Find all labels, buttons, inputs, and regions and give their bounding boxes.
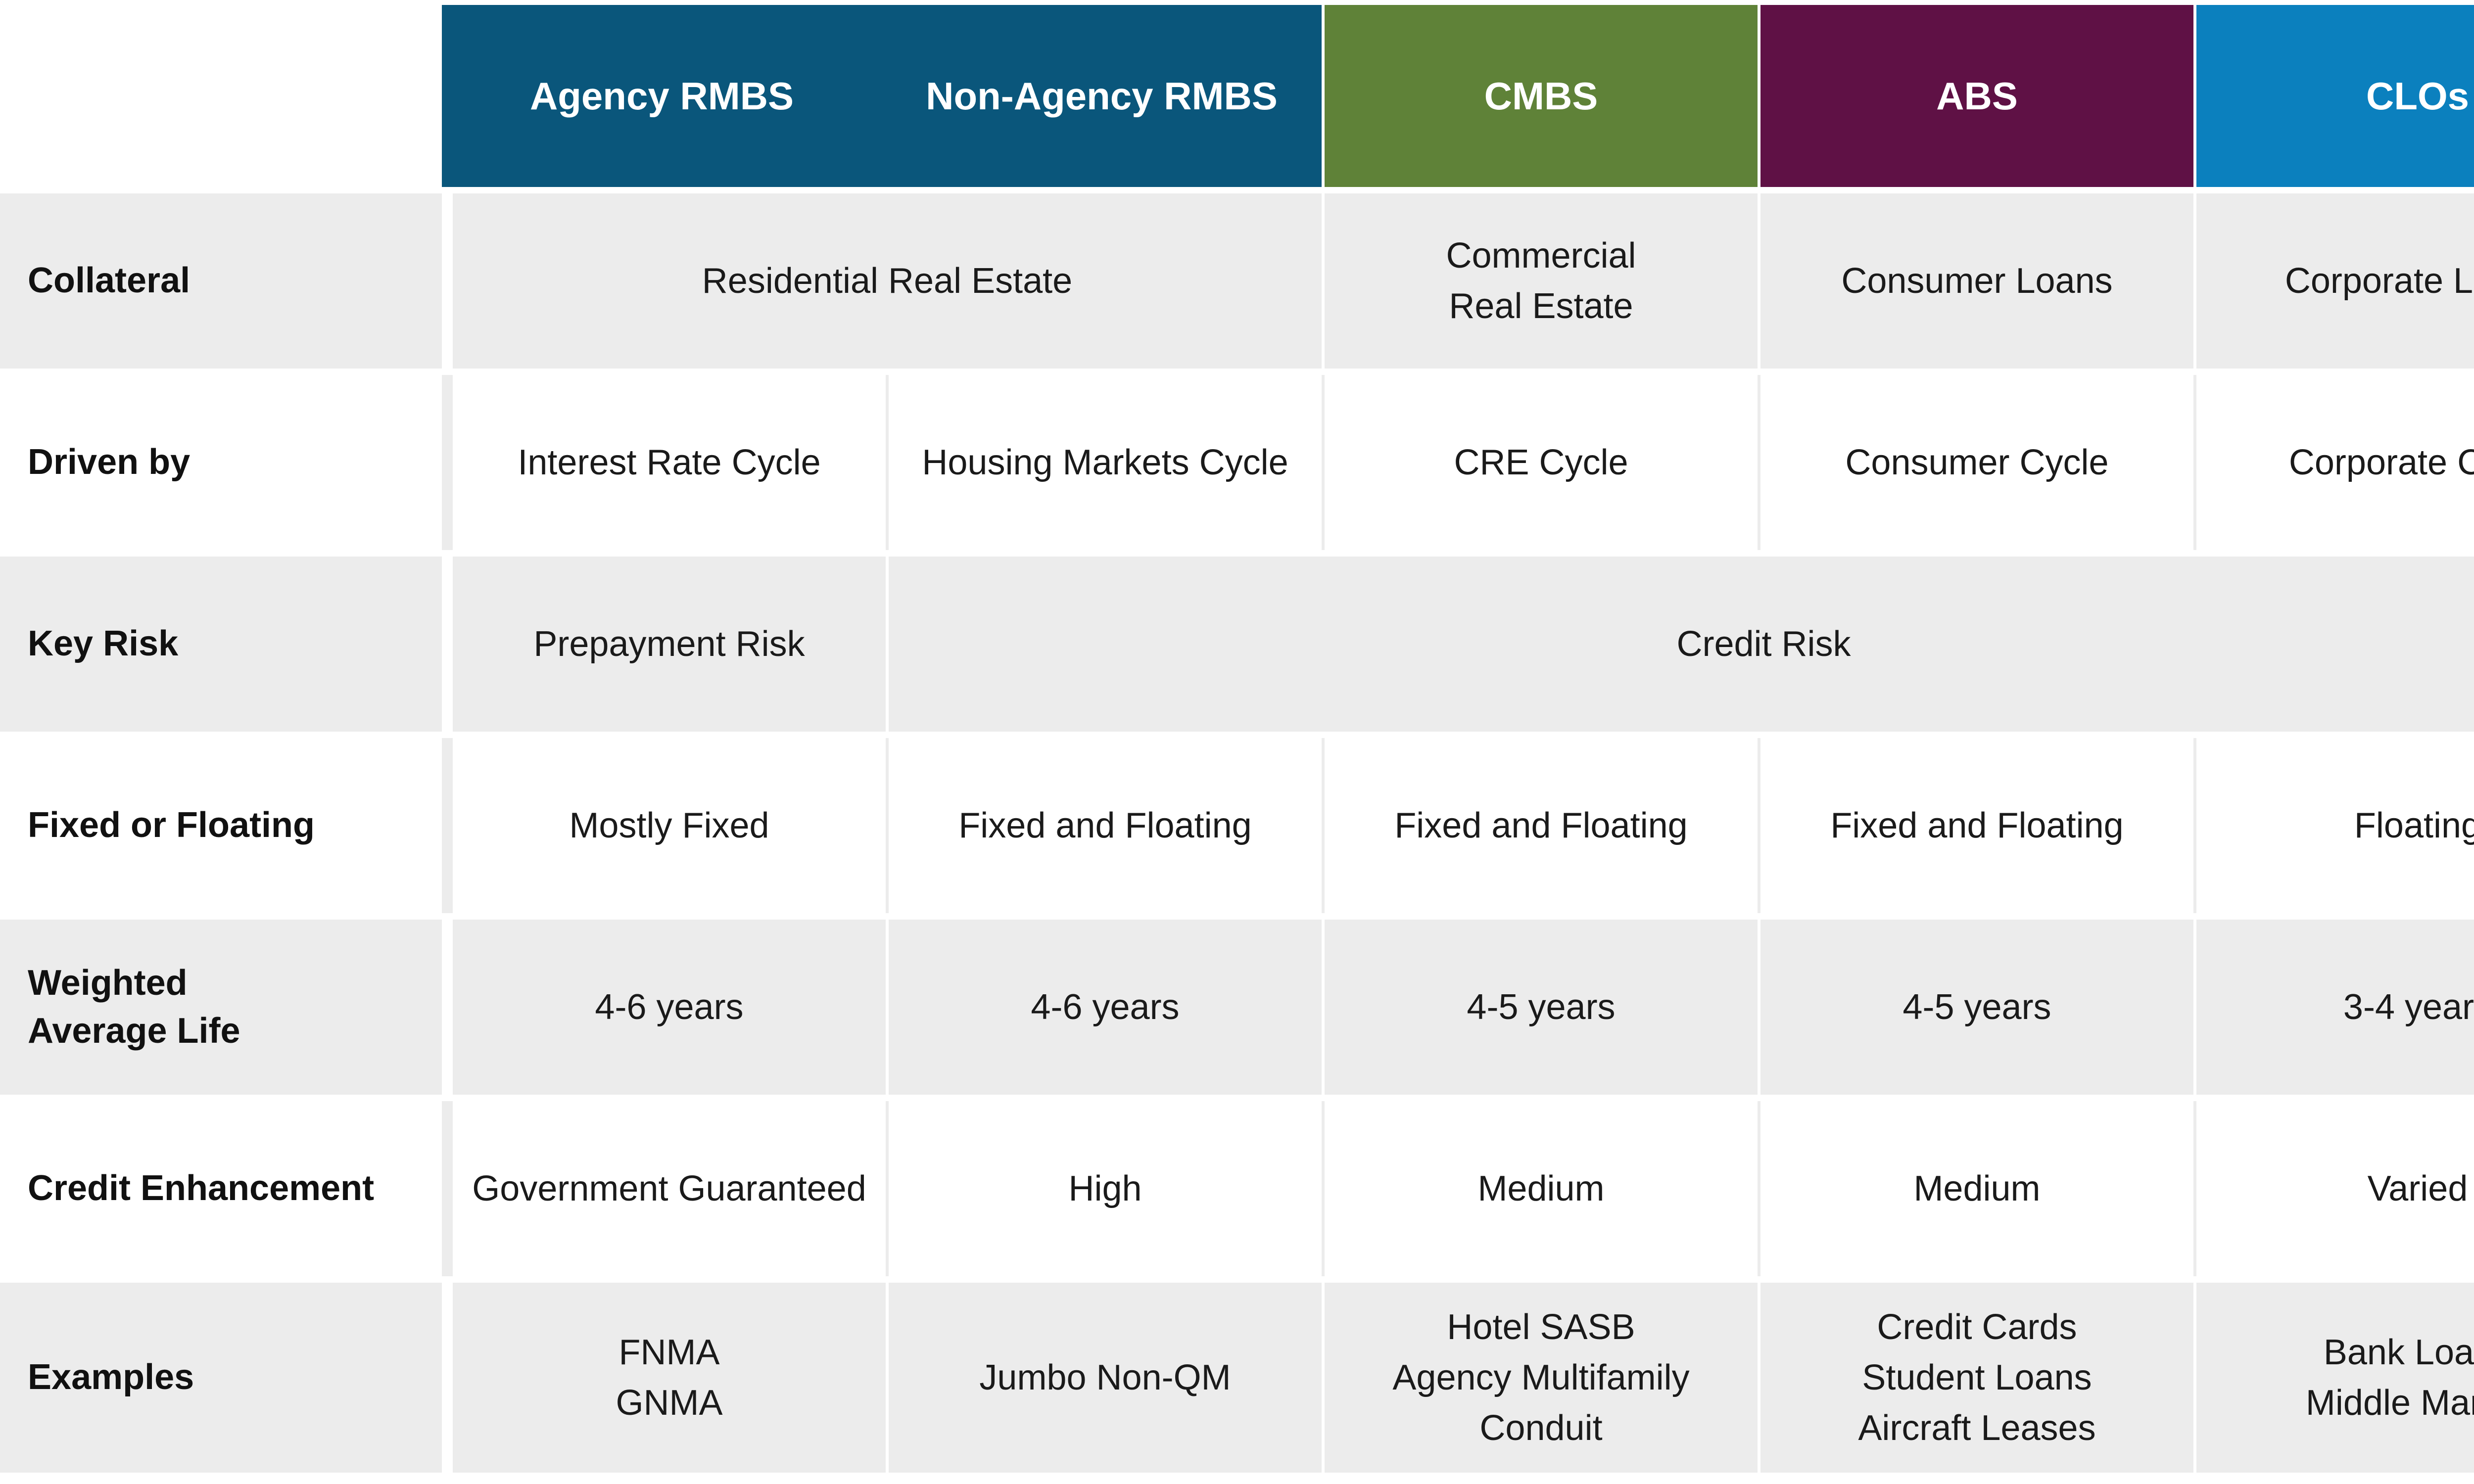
row-examples: Examples FNMA GNMA Jumbo Non-QM Hotel SA…: [0, 1283, 2474, 1473]
header-agency-rmbs: Agency RMBS: [442, 74, 882, 119]
row-label-examples: Examples: [0, 1283, 442, 1473]
row-driven-by: Driven by Interest Rate Cycle Housing Ma…: [0, 375, 2474, 550]
cell-wal-cmbs: 4-5 years: [1325, 920, 1758, 1095]
cell-wal-non-agency-rmbs: 4-6 years: [889, 920, 1322, 1095]
header-agency-rmbs-label: Agency RMBS: [529, 74, 794, 118]
cell-driven-non-agency-rmbs: Housing Markets Cycle: [889, 375, 1322, 550]
row-key-risk: Key Risk Prepayment Risk Credit Risk: [0, 556, 2474, 732]
cell-key-risk-credit: Credit Risk: [889, 556, 2474, 732]
cell-examples-cmbs: Hotel SASB Agency Multifamily Conduit: [1325, 1283, 1758, 1473]
cell-examples-agency-rmbs: FNMA GNMA: [453, 1283, 886, 1473]
cell-collateral-abs: Consumer Loans: [1760, 193, 2193, 369]
cell-wal-abs: 4-5 years: [1760, 920, 2193, 1095]
cell-enhancement-non-agency-rmbs: High: [889, 1101, 1322, 1276]
header-abs: ABS: [1760, 5, 2193, 187]
cell-fixed-clos: Floating: [2196, 738, 2474, 913]
cell-enhancement-agency-rmbs: Government Guaranteed: [453, 1101, 886, 1276]
cell-key-risk-agency-rmbs: Prepayment Risk: [453, 556, 886, 732]
cell-driven-cmbs: CRE Cycle: [1325, 375, 1758, 550]
row-label-collateral: Collateral: [0, 193, 442, 369]
row-collateral: Collateral Residential Real Estate Comme…: [0, 193, 2474, 369]
cell-enhancement-abs: Medium: [1760, 1101, 2193, 1276]
cell-fixed-abs: Fixed and Floating: [1760, 738, 2193, 913]
cell-fixed-agency-rmbs: Mostly Fixed: [453, 738, 886, 913]
cell-collateral-rmbs: Residential Real Estate: [453, 193, 1322, 369]
row-weighted-average-life: Weighted Average Life 4-6 years 4-6 year…: [0, 920, 2474, 1095]
cell-collateral-clos: Corporate Loans: [2196, 193, 2474, 369]
cell-fixed-non-agency-rmbs: Fixed and Floating: [889, 738, 1322, 913]
row-fixed-or-floating: Fixed or Floating Mostly Fixed Fixed and…: [0, 738, 2474, 913]
cell-examples-abs: Credit Cards Student Loans Aircraft Leas…: [1760, 1283, 2193, 1473]
cell-driven-abs: Consumer Cycle: [1760, 375, 2193, 550]
header-row: Agency RMBS Non-Agency RMBS CMBS ABS CLO…: [0, 5, 2474, 187]
header-clos: CLOs: [2196, 5, 2474, 187]
cell-fixed-cmbs: Fixed and Floating: [1325, 738, 1758, 913]
cell-collateral-cmbs: Commercial Real Estate: [1325, 193, 1758, 369]
cell-driven-agency-rmbs: Interest Rate Cycle: [453, 375, 886, 550]
cell-examples-non-agency-rmbs: Jumbo Non-QM: [889, 1283, 1322, 1473]
row-label-fixed-or-floating: Fixed or Floating: [0, 738, 442, 913]
header-cmbs: CMBS: [1325, 5, 1758, 187]
cell-enhancement-clos: Varied: [2196, 1101, 2474, 1276]
cell-examples-clos: Bank Loans Middle Market: [2196, 1283, 2474, 1473]
row-label-credit-enhancement: Credit Enhancement: [0, 1101, 442, 1276]
row-label-weighted-average-life: Weighted Average Life: [0, 920, 442, 1095]
cell-driven-clos: Corporate Cycle: [2196, 375, 2474, 550]
row-credit-enhancement: Credit Enhancement Government Guaranteed…: [0, 1101, 2474, 1276]
header-abs-label: ABS: [1936, 74, 2018, 118]
cell-wal-clos: 3-4 years: [2196, 920, 2474, 1095]
cell-wal-agency-rmbs: 4-6 years: [453, 920, 886, 1095]
header-non-agency-rmbs: Non-Agency RMBS: [882, 74, 1322, 119]
cell-enhancement-cmbs: Medium: [1325, 1101, 1758, 1276]
header-rmbs-group: Agency RMBS Non-Agency RMBS: [442, 5, 1322, 187]
header-clos-label: CLOs: [2366, 74, 2470, 118]
header-non-agency-rmbs-label: Non-Agency RMBS: [926, 74, 1278, 118]
row-label-driven-by: Driven by: [0, 375, 442, 550]
header-cmbs-label: CMBS: [1484, 74, 1598, 118]
row-label-key-risk: Key Risk: [0, 556, 442, 732]
